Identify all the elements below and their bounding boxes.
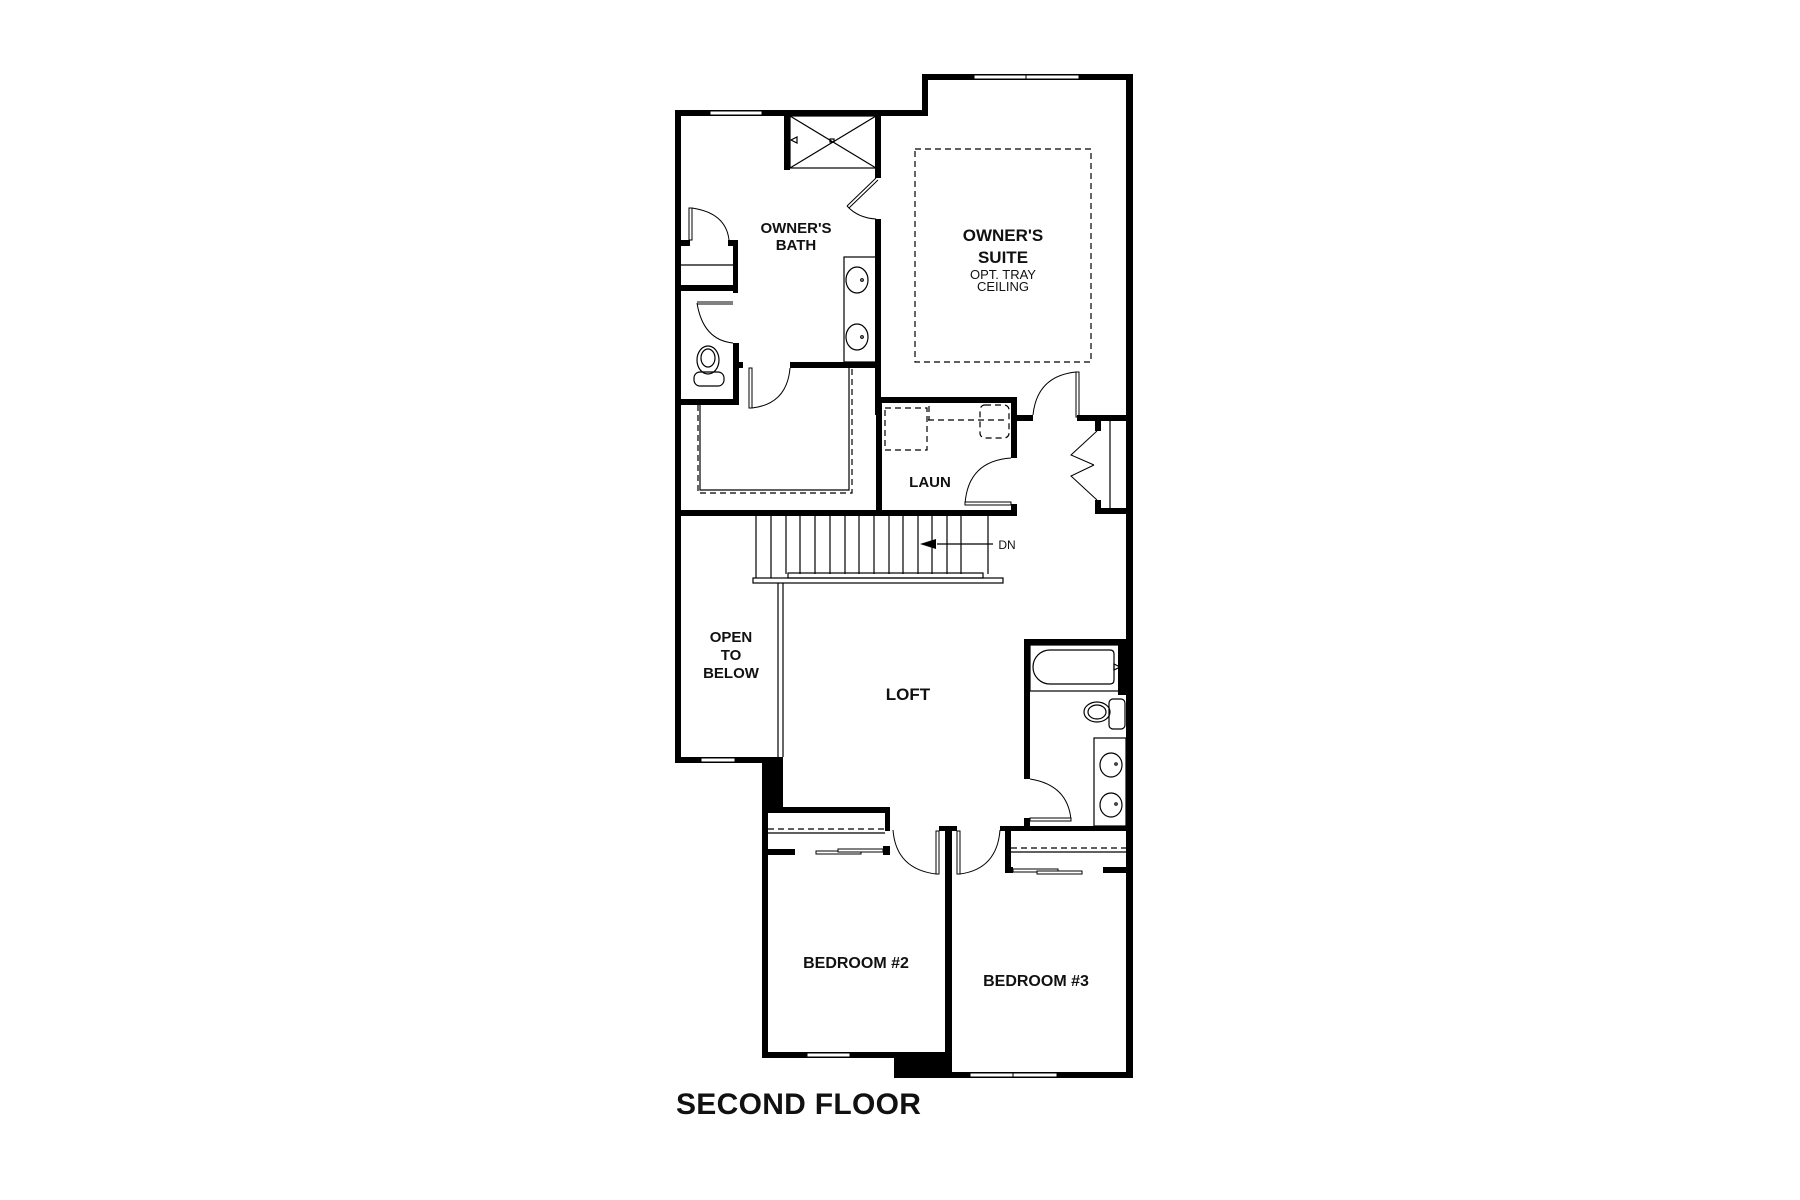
- bedroom-2: [762, 807, 1001, 1078]
- washer: [884, 407, 928, 451]
- toilet: [1083, 701, 1111, 723]
- stair-treads: [755, 516, 989, 578]
- window-bed2: [806, 1052, 851, 1058]
- open-to-below-label-2: TO: [721, 647, 742, 664]
- laundry-room: [876, 397, 1017, 516]
- bedroom-2-label: BEDROOM #2: [803, 955, 909, 972]
- window-suite: [973, 74, 1027, 80]
- floor-title: SECOND FLOOR: [676, 1088, 922, 1121]
- owners-bath-label-2: BATH: [776, 237, 817, 254]
- stair-railing: [787, 572, 984, 579]
- sink: [1099, 752, 1123, 778]
- owners-suite-label-2: SUITE: [978, 248, 1028, 267]
- stairs-direction-label: DN: [998, 538, 1015, 552]
- bedroom-3: [1000, 826, 1126, 875]
- owners-bath-label: OWNER'S: [760, 220, 831, 237]
- bathtub: [1032, 649, 1115, 685]
- double-vanity: [1093, 737, 1127, 827]
- sink: [845, 323, 869, 351]
- open-to-below-label: OPEN: [710, 629, 753, 646]
- exterior-walls: [675, 74, 1133, 1078]
- toilet: [696, 345, 720, 375]
- staircase: DN: [675, 510, 1017, 757]
- window-bath: [709, 110, 763, 116]
- sink: [845, 266, 869, 294]
- tray-ceiling-note: OPT. TRAY: [970, 267, 1036, 282]
- loft-label: LOFT: [886, 685, 931, 704]
- tray-ceiling-note-2: CEILING: [977, 279, 1029, 294]
- tray-ceiling-outline: [914, 148, 1092, 363]
- window-bed3: [969, 1072, 1014, 1078]
- sink: [1099, 792, 1123, 818]
- windows: [700, 74, 1080, 1078]
- laundry-label: LAUN: [909, 474, 951, 491]
- down-arrow-icon: [920, 539, 936, 549]
- owners-bath: [681, 115, 881, 494]
- hall-bath: [1024, 639, 1133, 831]
- owners-suite-label: OWNER'S: [963, 226, 1044, 245]
- bifold-closet: [1070, 421, 1126, 514]
- bedroom-3-label: BEDROOM #3: [983, 973, 1089, 990]
- utility-sink: [979, 404, 1010, 439]
- owners-suite: [914, 148, 1126, 421]
- open-to-below-label-3: BELOW: [703, 665, 760, 682]
- window-open-below: [700, 757, 736, 763]
- room-labels: OWNER'S BATH OWNER'S SUITE OPT. TRAY CEI…: [703, 220, 1089, 990]
